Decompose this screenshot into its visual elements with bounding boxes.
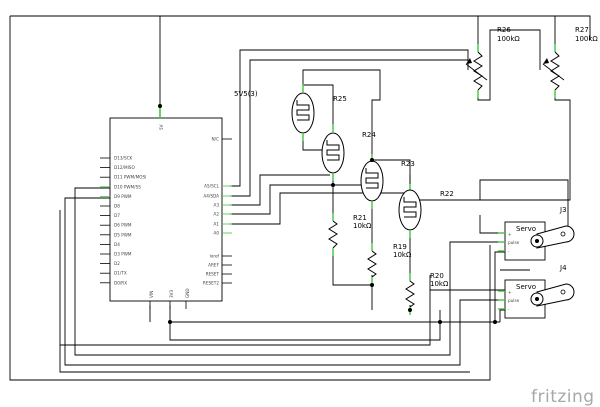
j4-minus-label: - bbox=[508, 307, 510, 312]
photoresistor-r22: R22 bbox=[398, 184, 454, 238]
photoresistor-r25: R25 bbox=[291, 84, 347, 141]
left-pin-label: D6 PWM bbox=[114, 223, 132, 228]
left-pin-label: D13/SCK bbox=[114, 156, 133, 161]
photoresistor-r24: R24 bbox=[321, 124, 376, 181]
r22-name: R22 bbox=[440, 190, 454, 198]
j3-title: Servo bbox=[516, 225, 536, 233]
left-pin-label: D9 PWM bbox=[114, 194, 132, 199]
r25-name: R25 bbox=[333, 95, 347, 103]
r27-name: R27 bbox=[575, 26, 589, 34]
left-pin-group: D13/SCK D12/MISO D11 PWM/MOSI D10 PWM/SS D9 … bbox=[100, 156, 146, 285]
resistor-r19: R19 10kΩ bbox=[367, 243, 412, 285]
left-pin-label: D5 PWM bbox=[114, 232, 132, 237]
r27-value: 100kΩ bbox=[575, 35, 598, 43]
servo-j3: Servo + pulse - J3 bbox=[498, 206, 575, 261]
r24-name: R24 bbox=[362, 131, 376, 139]
junction-dots bbox=[158, 104, 497, 324]
aux-label: 5V5(3) bbox=[234, 90, 258, 98]
pin-gnd-label: GND bbox=[185, 288, 190, 298]
right-pin-label: ioref bbox=[210, 254, 220, 259]
right-pin-label: A5/SCL bbox=[204, 184, 220, 189]
right-pin-label: N/C bbox=[212, 137, 220, 142]
left-pin-label: D0/RX bbox=[114, 280, 127, 285]
j4-name: J4 bbox=[559, 264, 567, 272]
pin-vin-label: VIN bbox=[149, 291, 154, 298]
right-pin-label: A3 bbox=[213, 203, 219, 208]
fritzing-logo-text: fritzing bbox=[531, 387, 595, 407]
potentiometer-r26: R26 100kΩ bbox=[465, 26, 520, 98]
r21-value: 10kΩ bbox=[353, 222, 372, 230]
left-pin-label: D12/MISO bbox=[114, 165, 135, 170]
j4-plus-label: + bbox=[508, 290, 512, 295]
j3-pulse-label: pulse bbox=[508, 240, 520, 245]
r19-value: 10kΩ bbox=[393, 251, 412, 259]
right-pin-label: A0 bbox=[213, 231, 219, 236]
r20-name: R20 bbox=[430, 272, 444, 280]
r26-name: R26 bbox=[497, 26, 511, 34]
right-pin-label: RESET2 bbox=[203, 281, 219, 286]
wires bbox=[9, 15, 591, 381]
arduino-board: 5V 5V5(3) D13/SCK D12/MISO D11 PWM/MOSI D10… bbox=[100, 90, 258, 309]
fritzing-logo: fritzing bbox=[531, 387, 595, 407]
r21-name: R21 bbox=[353, 214, 367, 222]
right-pin-label: A4/SDA bbox=[203, 194, 219, 199]
left-pin-label: D7 bbox=[114, 213, 120, 218]
potentiometer-r27: R27 100kΩ bbox=[542, 26, 598, 98]
j4-pulse-label: pulse bbox=[508, 298, 520, 303]
r20-value: 10kΩ bbox=[430, 280, 449, 288]
servo-j4: Servo + pulse - J4 bbox=[498, 264, 575, 319]
left-pin-label: D2 bbox=[114, 261, 120, 266]
right-pin-label: A2 bbox=[213, 212, 219, 217]
right-pin-label: A1 bbox=[213, 222, 219, 227]
resistor-r20: R20 10kΩ bbox=[405, 272, 449, 315]
j3-minus-label: - bbox=[508, 249, 510, 254]
j4-title: Servo bbox=[516, 283, 536, 291]
left-pin-label: D1/TX bbox=[114, 271, 127, 276]
left-pin-label: D11 PWM/MOSI bbox=[114, 175, 146, 180]
r23-name: R23 bbox=[401, 160, 415, 168]
pin-5v-label: 5V bbox=[159, 124, 164, 130]
r19-name: R19 bbox=[393, 243, 407, 251]
left-pin-label: D10 PWM/SS bbox=[114, 184, 141, 189]
resistor-r21: R21 10kΩ bbox=[328, 213, 372, 256]
right-pin-label: AREF bbox=[208, 263, 219, 268]
left-pin-label: D4 bbox=[114, 242, 120, 247]
pin-3v3-label: 3V3 bbox=[169, 289, 174, 298]
j3-plus-label: + bbox=[508, 232, 512, 237]
left-pin-label: D8 bbox=[114, 204, 120, 209]
right-pin-label: RESET bbox=[206, 272, 220, 277]
j3-name: J3 bbox=[559, 206, 567, 214]
r26-value: 100kΩ bbox=[497, 35, 520, 43]
left-pin-label: D3 PWM bbox=[114, 252, 132, 257]
